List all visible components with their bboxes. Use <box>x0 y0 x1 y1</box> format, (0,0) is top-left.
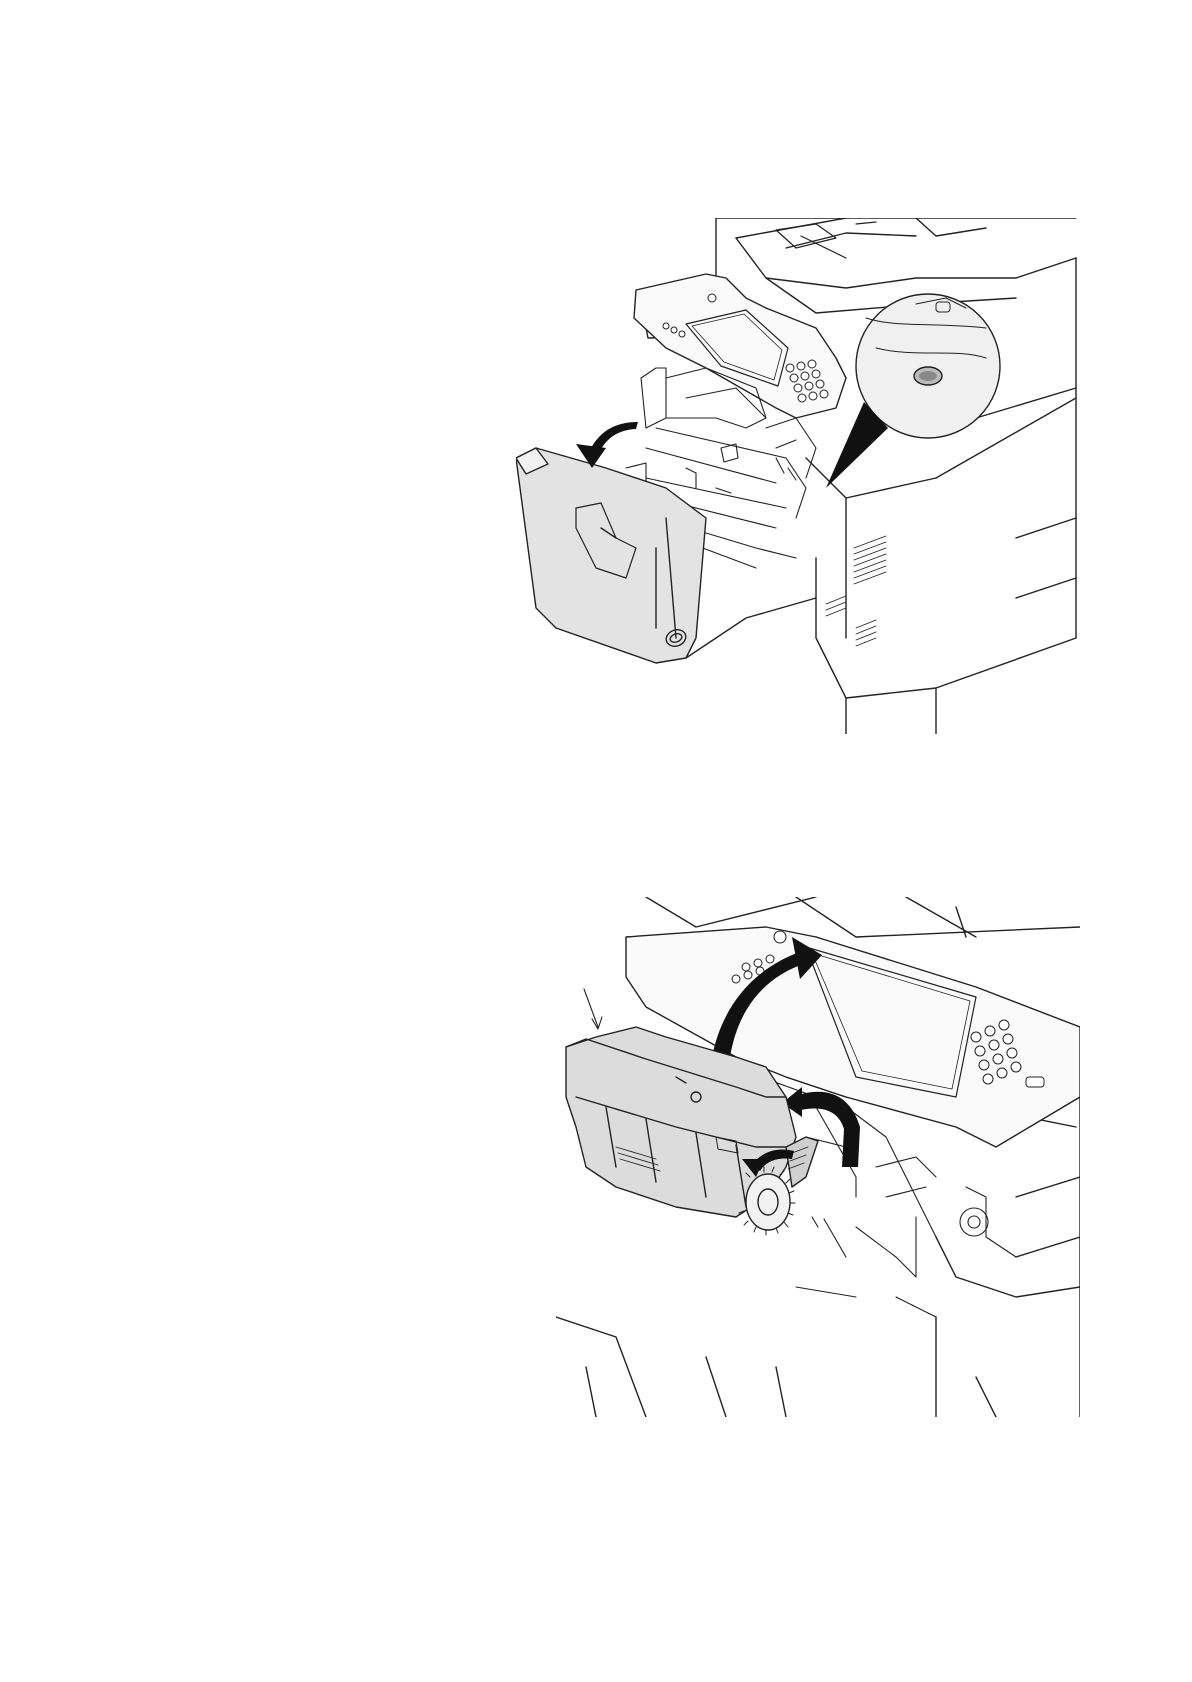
front-cover-opening-illustration <box>516 218 1080 734</box>
magnified-release-button-callout <box>826 294 1000 488</box>
document-feeder-tray <box>776 222 876 258</box>
front-cover <box>516 448 816 663</box>
toner-container-removal-illustration <box>556 897 1080 1417</box>
curved-arrow-icon <box>576 422 638 468</box>
side-vent-grille <box>826 536 886 646</box>
